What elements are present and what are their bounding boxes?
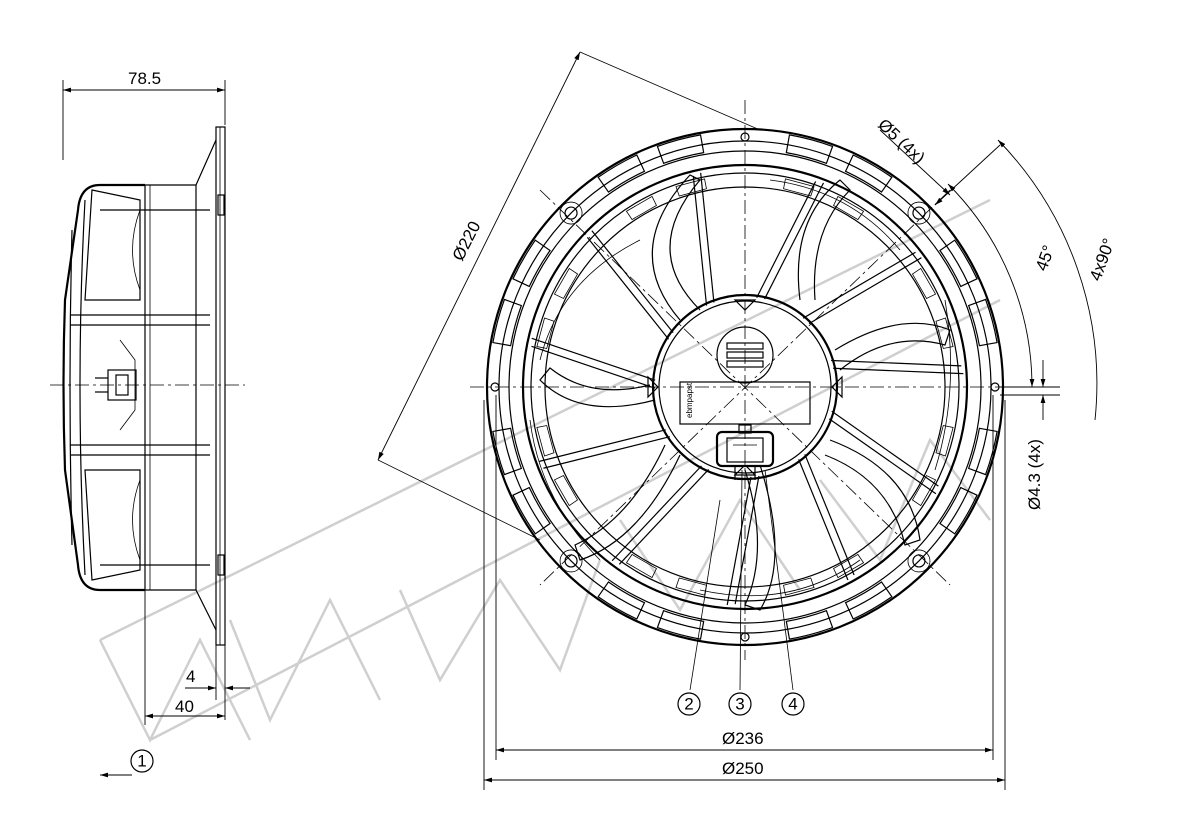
spoke-edge — [543, 436, 670, 469]
rim-slot — [597, 581, 646, 620]
side-view — [50, 126, 245, 646]
inner-slot — [783, 577, 815, 596]
rim-slot — [597, 154, 646, 193]
dim-side-depth: 78.5 — [128, 69, 161, 88]
dim-dia-43-holes: Ø4.3 (4x) — [1025, 439, 1044, 510]
small-hole — [740, 132, 750, 142]
rim-slot — [656, 609, 705, 640]
inner-slot — [935, 425, 954, 457]
spoke-edge — [531, 337, 656, 381]
dim-dia-236: Ø236 — [722, 729, 764, 748]
spoke-edge — [586, 236, 670, 340]
spoke-edge — [539, 429, 666, 462]
spoke-edge — [591, 230, 674, 334]
rim-slot — [939, 486, 978, 535]
small-hole — [740, 632, 750, 642]
spoke-edge — [756, 181, 817, 298]
inner-slot — [625, 195, 657, 221]
side-view-dimensions — [62, 80, 250, 778]
callout-item-4: 4 — [788, 695, 797, 714]
spoke-edge — [764, 182, 825, 300]
spoke-edge — [833, 367, 964, 375]
spoke-edge — [831, 359, 962, 367]
spoke-edge — [808, 257, 922, 325]
dim-offset-40: 40 — [175, 697, 194, 716]
rim-slot — [656, 134, 705, 165]
dim-flange-thickness: 4 — [186, 667, 195, 686]
callout-item-3: 3 — [735, 695, 744, 714]
spoke-edge — [802, 251, 916, 319]
inner-slot — [911, 475, 937, 507]
inner-slot — [536, 317, 555, 349]
spoke-edge — [726, 476, 752, 606]
dim-dia-220: Ø220 — [449, 218, 485, 264]
front-view-dimensions — [377, 51, 1098, 790]
dim-angle-4x90: 4x90° — [1086, 236, 1119, 284]
spoke-edge — [798, 459, 849, 581]
spoke-edge — [828, 418, 937, 495]
dim-angle-45: 45° — [1032, 243, 1059, 274]
spoke-edge — [618, 469, 710, 565]
mount-hole — [564, 554, 578, 568]
dim-dia-5-holes: Ø5 (4x) — [874, 115, 928, 168]
spoke-edge — [804, 454, 855, 576]
callout-bubble-1 — [130, 749, 154, 773]
mount-hole — [912, 554, 926, 568]
spoke-edge — [692, 175, 708, 306]
dim-dia-250: Ø250 — [722, 759, 764, 778]
inner-slot — [536, 425, 555, 457]
mount-boss — [907, 549, 931, 573]
callout-bubble-2 — [677, 692, 701, 716]
callout-view-marker: 1 — [137, 752, 146, 771]
rim-slot — [785, 609, 834, 640]
rim-slot — [967, 427, 998, 476]
mount-boss — [559, 549, 583, 573]
mount-hole — [912, 206, 926, 220]
callout-bubble-4 — [781, 692, 805, 716]
rim-slot — [844, 581, 893, 620]
inner-slot — [625, 553, 657, 579]
spoke-edge — [831, 410, 939, 487]
rim-slot — [512, 486, 551, 535]
rim-slot — [844, 154, 893, 193]
rim-slot — [785, 134, 834, 165]
inner-slot — [675, 577, 707, 596]
mount-boss — [907, 201, 931, 225]
inner-slot — [553, 475, 579, 507]
callout-item-2: 2 — [684, 695, 693, 714]
spoke-edge — [611, 465, 702, 562]
label-plate-brand: ebmpapst — [685, 382, 694, 418]
fan-blades — [529, 174, 952, 611]
guard-spokes — [531, 172, 964, 606]
inner-slot — [911, 267, 937, 299]
spoke-edge — [734, 475, 760, 605]
callout-bubble-3 — [728, 692, 752, 716]
spoke-edge — [700, 172, 715, 303]
